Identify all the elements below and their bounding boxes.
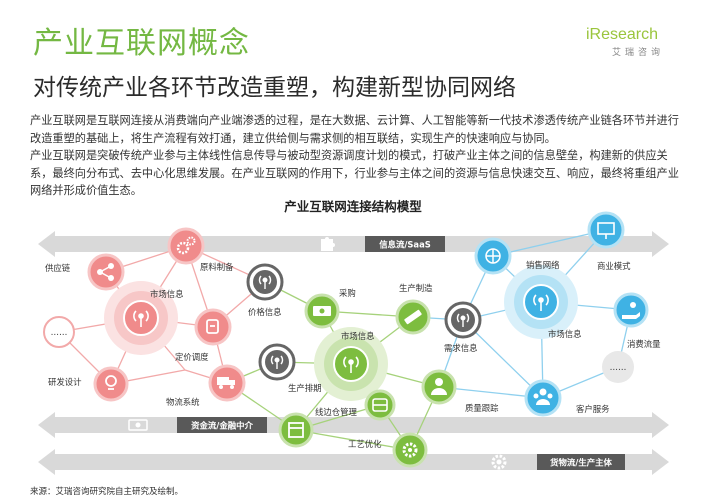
node-supply-chain: 供应链 bbox=[45, 253, 125, 291]
broadcast-icon bbox=[343, 356, 359, 373]
paragraph-2: 产业互联网是突破传统产业参与主体线性信息传导与被动型资源调度计划的模式，打破产业… bbox=[30, 149, 679, 197]
node-label: 市场信息 bbox=[150, 289, 184, 299]
tool-icon bbox=[404, 309, 422, 325]
node-label: 客户服务 bbox=[576, 404, 610, 414]
node-label: 生产排期 bbox=[288, 383, 322, 393]
broadcast-icon bbox=[456, 313, 470, 327]
node-label: 需求信息 bbox=[444, 343, 478, 353]
brand-name: iResearch bbox=[586, 26, 659, 43]
node-customer-service: 客户服务 bbox=[524, 379, 610, 417]
band-info-flow: 信息流/SaaS bbox=[38, 231, 669, 257]
node-production-schedule: 生产排期 bbox=[288, 383, 322, 393]
node-ellipsis-left: …… bbox=[43, 316, 75, 348]
puzzle-icon bbox=[321, 237, 335, 251]
band-goods-label: 货物流/生产主体 bbox=[549, 458, 612, 468]
gear-icon bbox=[491, 454, 507, 470]
share-icon bbox=[97, 263, 114, 281]
node-label: 物流系统 bbox=[166, 397, 200, 407]
node-sales-network: 销售网络 bbox=[474, 237, 560, 275]
node-warehouse: 线边仓管理 bbox=[278, 407, 357, 448]
page-subtitle: 对传统产业各环节改造重塑，构建新型协同网络 bbox=[33, 75, 516, 101]
lightbulb-icon bbox=[105, 375, 117, 390]
node-market-info-center: 市场信息 bbox=[333, 331, 375, 382]
node-market-info-right: 市场信息 bbox=[523, 284, 582, 339]
node-label: 生产制造 bbox=[399, 283, 433, 293]
node-label: 线边仓管理 bbox=[315, 407, 357, 417]
node-logistics: 物流系统 bbox=[166, 364, 246, 407]
broadcast-icon bbox=[270, 355, 284, 369]
node-quality: 质量跟踪 bbox=[421, 369, 499, 413]
node-business-model: 商业模式 bbox=[587, 211, 631, 271]
node-label: 定价调度 bbox=[175, 352, 209, 362]
node-rail bbox=[364, 389, 396, 421]
node-label: …… bbox=[610, 362, 627, 372]
brand-subtitle: 艾瑞咨询 bbox=[612, 48, 665, 58]
settings-icon bbox=[402, 442, 418, 458]
band-info-label: 信息流/SaaS bbox=[379, 240, 431, 250]
node-label: 研发设计 bbox=[48, 377, 82, 387]
worker-icon bbox=[431, 378, 447, 395]
node-consumer-traffic: 消费流量 bbox=[613, 292, 661, 349]
band-capital-flow: 资金流/金融中介 bbox=[38, 412, 669, 438]
node-process-opt: 工艺优化 bbox=[348, 432, 428, 468]
node-label: 市场信息 bbox=[341, 331, 375, 341]
node-label: 原料制备 bbox=[200, 262, 234, 272]
node-demand-info: 需求信息 bbox=[444, 301, 482, 353]
node-raw-material: 原料制备 bbox=[167, 227, 234, 272]
node-rnd: 研发设计 bbox=[48, 366, 129, 402]
band-capital-label: 资金流/金融中介 bbox=[191, 421, 253, 431]
node-label: 采购 bbox=[339, 288, 356, 298]
paragraph-1: 产业互联网是互联网连接从消费端向产业端渗透的过程，是在大数据、云计算、人工智能等… bbox=[30, 114, 679, 145]
node-pricing: 定价调度 bbox=[175, 308, 232, 362]
money-icon bbox=[128, 419, 148, 431]
cash-icon bbox=[313, 306, 331, 316]
rail-icon bbox=[372, 398, 388, 412]
team-icon bbox=[533, 388, 553, 405]
node-label: 供应链 bbox=[45, 263, 71, 273]
node-gray-mid bbox=[258, 343, 296, 381]
node-ellipsis-right: …… bbox=[602, 351, 634, 383]
node-production: 生产制造 bbox=[395, 283, 433, 335]
network-icon bbox=[485, 248, 501, 264]
gears-icon bbox=[176, 236, 196, 255]
truck-icon bbox=[217, 377, 235, 389]
brand-logo: iResearch 艾瑞咨询 bbox=[586, 26, 686, 58]
diagram-title: 产业互联网连接结构模型 bbox=[284, 199, 422, 214]
source-note: 来源：艾瑞咨询研究院自主研究及绘制。 bbox=[30, 487, 184, 497]
node-label: 市场信息 bbox=[548, 329, 582, 339]
node-label: 价格信息 bbox=[248, 307, 282, 317]
node-label: 销售网络 bbox=[526, 260, 560, 270]
hand-coin-icon bbox=[622, 302, 640, 319]
broadcast-icon bbox=[133, 310, 149, 327]
broadcast-icon bbox=[533, 294, 549, 311]
node-label: …… bbox=[51, 327, 68, 337]
node-label: 商业模式 bbox=[597, 261, 631, 271]
page-title: 产业互联网概念 bbox=[33, 26, 250, 61]
robot-icon bbox=[206, 319, 219, 334]
box-icon bbox=[288, 422, 304, 438]
node-market-info-left: 市场信息 bbox=[123, 289, 184, 336]
node-label: 消费流量 bbox=[627, 339, 661, 349]
presentation-icon bbox=[597, 222, 615, 239]
node-label: 工艺优化 bbox=[348, 439, 382, 449]
node-procurement: 采购 bbox=[304, 288, 356, 329]
node-label: 质量跟踪 bbox=[465, 403, 499, 413]
band-goods-flow: 货物流/生产主体 bbox=[38, 449, 669, 475]
node-price-info: 价格信息 bbox=[246, 263, 284, 317]
broadcast-icon bbox=[258, 275, 272, 289]
